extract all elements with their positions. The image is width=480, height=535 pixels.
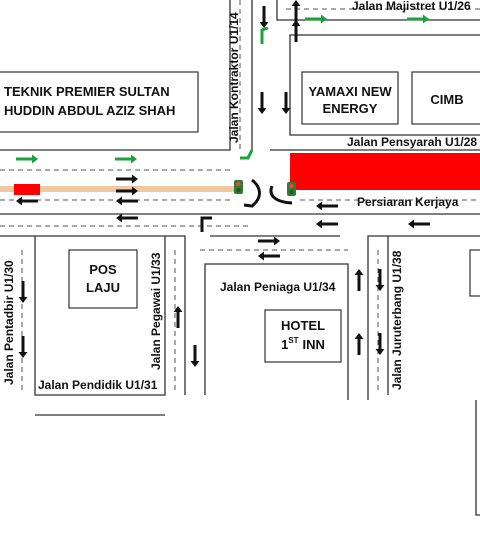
- road-label-pegawai: Jalan Pegawai U1/33: [149, 252, 163, 370]
- black-direction-arrow-l: [258, 251, 280, 261]
- black-direction-arrow-l: [408, 219, 430, 229]
- highlighted-route: [0, 186, 238, 192]
- road-edges: [0, 0, 480, 516]
- pos-label-line2: LAJU: [86, 280, 120, 295]
- black-direction-arrow-l: [316, 219, 338, 229]
- teknik-label-line2: HUDDIN ABDUL AZIZ SHAH: [4, 103, 175, 118]
- black-direction-arrow-r: [258, 236, 280, 246]
- black-direction-arrow-d: [18, 281, 28, 303]
- black-direction-arrow-l: [116, 213, 138, 223]
- black-direction-arrow-d: [375, 269, 385, 291]
- road-label-pendidik: Jalan Pendidik U1/31: [38, 378, 158, 392]
- road-label-majistret: Jalan Majistret U1/26: [352, 0, 471, 13]
- green-turn-arrow: [260, 26, 269, 44]
- cimb-label: CIMB: [430, 92, 463, 107]
- direction-arrows: [16, 0, 430, 367]
- building-teknik: [0, 71, 199, 133]
- green-direction-arrow-r: [16, 154, 38, 164]
- black-direction-arrow-u: [291, 0, 301, 22]
- lane-dividers: [0, 0, 480, 390]
- road-label-juruterbang: Jalan Juruterbang U1/38: [390, 250, 404, 390]
- black-direction-arrow-r: [116, 186, 138, 196]
- yamaxi-label-line2: ENERGY: [323, 101, 378, 116]
- buildings: [0, 71, 480, 363]
- building-cimb: [411, 71, 480, 125]
- turn-arrow-left-bottom: [200, 216, 212, 232]
- black-direction-arrow-l: [316, 201, 338, 211]
- green-direction-arrow-r: [115, 154, 137, 164]
- green-turn-arrow-2: [240, 149, 254, 160]
- u-turn-right: [269, 185, 293, 205]
- black-direction-arrow-d: [375, 333, 385, 355]
- building-right-partial: [469, 249, 480, 297]
- green-direction-arrow-r: [305, 14, 327, 24]
- road-label-kontraktor: Jalan Kontraktor U1/14: [227, 12, 241, 143]
- black-direction-arrow-d: [259, 6, 269, 28]
- green-direction-arrow-r: [407, 14, 429, 24]
- building-hotel: [264, 309, 342, 363]
- black-direction-arrow-u: [291, 20, 301, 42]
- yamaxi-label-line1: YAMAXI NEW: [308, 84, 392, 99]
- top-left-block-edge: [0, 0, 231, 151]
- traffic-light-right: [287, 182, 296, 196]
- building-yamaxi: [301, 71, 399, 125]
- closed-road-marker: [14, 184, 40, 195]
- building-pos: [68, 249, 138, 309]
- hotel-label-line1: HOTEL: [281, 318, 325, 333]
- black-direction-arrow-d: [190, 345, 200, 367]
- black-direction-arrow-l: [16, 196, 38, 206]
- road-label-peniaga: Jalan Peniaga U1/34: [220, 280, 336, 294]
- pos-label-line1: POS: [89, 262, 117, 277]
- closed-road-segment: [290, 153, 480, 190]
- road-label-persiaran-kerjaya: Persiaran Kerjaya: [357, 195, 459, 209]
- black-direction-arrow-u: [354, 269, 364, 291]
- road-label-pensyarah: Jalan Pensyarah U1/28: [347, 135, 477, 149]
- black-direction-arrow-d: [281, 92, 291, 114]
- u-turn-left: [243, 178, 261, 208]
- teknik-label-line1: TEKNIK PREMIER SULTAN: [4, 84, 170, 99]
- black-direction-arrow-u: [173, 306, 183, 328]
- traffic-light-left: [234, 180, 243, 194]
- black-direction-arrow-d: [257, 92, 267, 114]
- black-direction-arrow-r: [116, 174, 138, 184]
- black-direction-arrow-u: [354, 333, 364, 355]
- road-label-pentadbir: Jalan Pentadbir U1/30: [2, 260, 16, 385]
- black-direction-arrow-l: [116, 196, 138, 206]
- black-direction-arrow-d: [18, 336, 28, 358]
